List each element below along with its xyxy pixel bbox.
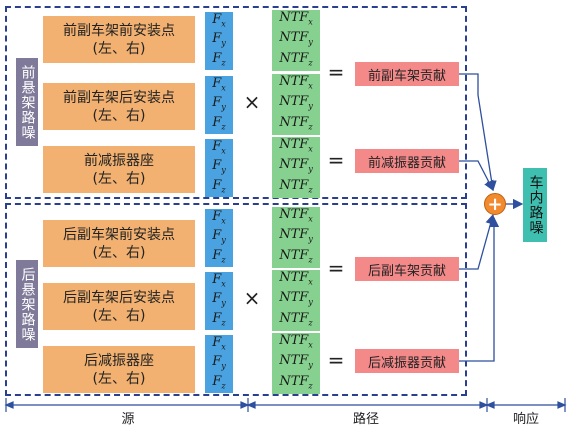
force-column-rear-1: Fx Fy Fz (205, 209, 233, 267)
ntf-z: NTFz (279, 114, 313, 132)
force-x: Fx (212, 208, 226, 226)
axis-arrow-6 (557, 401, 567, 409)
sum-plus-icon: + (484, 193, 506, 215)
connector-front-subframe (459, 73, 497, 192)
source-line2: (左、右) (92, 370, 146, 387)
contribution-rear-damper: 后减振器贡献 (355, 349, 459, 373)
connector-rear-subframe (459, 213, 496, 270)
source-line2: (左、右) (92, 107, 146, 124)
response-box: 车内路噪 (523, 168, 547, 242)
source-line1: 后减振器座 (84, 352, 154, 369)
source-line1: 前副车架后安装点 (63, 89, 175, 106)
ntf-x: NTFx (279, 332, 313, 350)
axis-label-response: 响应 (512, 412, 539, 427)
ntf-column-rear-1: NTFx NTFy NTFz (272, 207, 320, 268)
ntf-z: NTFz (279, 310, 313, 328)
source-line2: (左、右) (92, 40, 146, 57)
source-line1: 前减振器座 (84, 152, 154, 169)
front-source-3: 前减振器座 (左、右) (43, 146, 195, 193)
ntf-x: NTFx (279, 9, 313, 27)
force-z: Fz (212, 247, 226, 265)
connector-front-damper (459, 160, 494, 192)
front-suspension-label: 前悬架路噪 (16, 58, 38, 146)
force-z: Fz (212, 50, 226, 68)
ntf-column-front-3: NTFx NTFy NTFz (272, 137, 320, 198)
force-y: Fy (212, 158, 226, 175)
force-y: Fy (212, 228, 226, 245)
equals-operator-front-2: = (327, 148, 345, 172)
force-column-rear-2: Fx Fy Fz (205, 272, 233, 330)
front-source-2: 前副车架后安装点 (左、右) (43, 83, 195, 130)
ntf-x: NTFx (279, 73, 313, 91)
ntf-x: NTFx (279, 136, 313, 154)
rear-group-border (5, 203, 467, 396)
source-line1: 后副车架后安装点 (63, 289, 175, 306)
force-x: Fx (212, 11, 226, 29)
force-y: Fy (212, 95, 226, 112)
ntf-z: NTFz (279, 177, 313, 195)
axis-arrow-1 (4, 401, 14, 409)
source-line2: (左、右) (92, 307, 146, 324)
times-operator-rear: × (243, 286, 261, 310)
force-y: Fy (212, 354, 226, 371)
contribution-front-damper: 前减振器贡献 (355, 149, 459, 173)
source-line1: 前副车架前安装点 (63, 22, 175, 39)
rear-source-1: 后副车架前安装点 (左、右) (43, 220, 195, 267)
ntf-y: NTFy (279, 353, 313, 370)
axis-arrow-5 (485, 401, 495, 409)
front-group-border (5, 6, 467, 199)
ntf-x: NTFx (279, 269, 313, 287)
ntf-z: NTFz (279, 247, 313, 265)
ntf-column-rear-3: NTFx NTFy NTFz (272, 333, 320, 394)
force-x: Fx (212, 75, 226, 93)
force-x: Fx (212, 138, 226, 156)
ntf-y: NTFy (279, 94, 313, 111)
rear-suspension-label: 后悬架路噪 (16, 260, 38, 348)
equals-operator-rear-1: = (327, 256, 345, 280)
force-z: Fz (212, 373, 226, 391)
ntf-z: NTFz (279, 50, 313, 68)
force-z: Fz (212, 114, 226, 132)
axis-label-source: 源 (121, 412, 135, 427)
force-column-rear-3: Fx Fy Fz (205, 335, 233, 393)
axis-arrow-4 (479, 401, 489, 409)
force-z: Fz (212, 310, 226, 328)
ntf-z: NTFz (279, 373, 313, 391)
front-source-1: 前副车架前安装点 (左、右) (43, 16, 195, 63)
force-y: Fy (212, 291, 226, 308)
axis-arrow-3 (246, 401, 256, 409)
ntf-y: NTFy (279, 290, 313, 307)
rear-source-3: 后减振器座 (左、右) (43, 346, 195, 393)
rear-source-2: 后副车架后安装点 (左、右) (43, 283, 195, 330)
force-x: Fx (212, 271, 226, 289)
equals-operator-rear-2: = (327, 348, 345, 372)
source-line2: (左、右) (92, 244, 146, 261)
contribution-rear-subframe: 后副车架贡献 (355, 257, 459, 281)
force-z: Fz (212, 177, 226, 195)
force-x: Fx (212, 334, 226, 352)
force-column-front-3: Fx Fy Fz (205, 139, 233, 197)
source-line2: (左、右) (92, 170, 146, 187)
ntf-column-front-2: NTFx NTFy NTFz (272, 74, 320, 135)
force-column-front-1: Fx Fy Fz (205, 12, 233, 70)
axis-arrow-2 (240, 401, 250, 409)
ntf-y: NTFy (279, 157, 313, 174)
force-column-front-2: Fx Fy Fz (205, 76, 233, 134)
ntf-x: NTFx (279, 206, 313, 224)
ntf-column-rear-2: NTFx NTFy NTFz (272, 270, 320, 331)
ntf-y: NTFy (279, 227, 313, 244)
times-operator-front: × (243, 90, 261, 114)
equals-operator-front-1: = (327, 60, 345, 84)
contribution-front-subframe: 前副车架贡献 (355, 62, 459, 86)
connector-rear-damper (459, 216, 500, 362)
force-y: Fy (212, 31, 226, 48)
ntf-y: NTFy (279, 30, 313, 47)
source-line1: 后副车架前安装点 (63, 226, 175, 243)
ntf-column-front-1: NTFx NTFy NTFz (272, 10, 320, 71)
axis-label-path: 路径 (352, 412, 379, 427)
